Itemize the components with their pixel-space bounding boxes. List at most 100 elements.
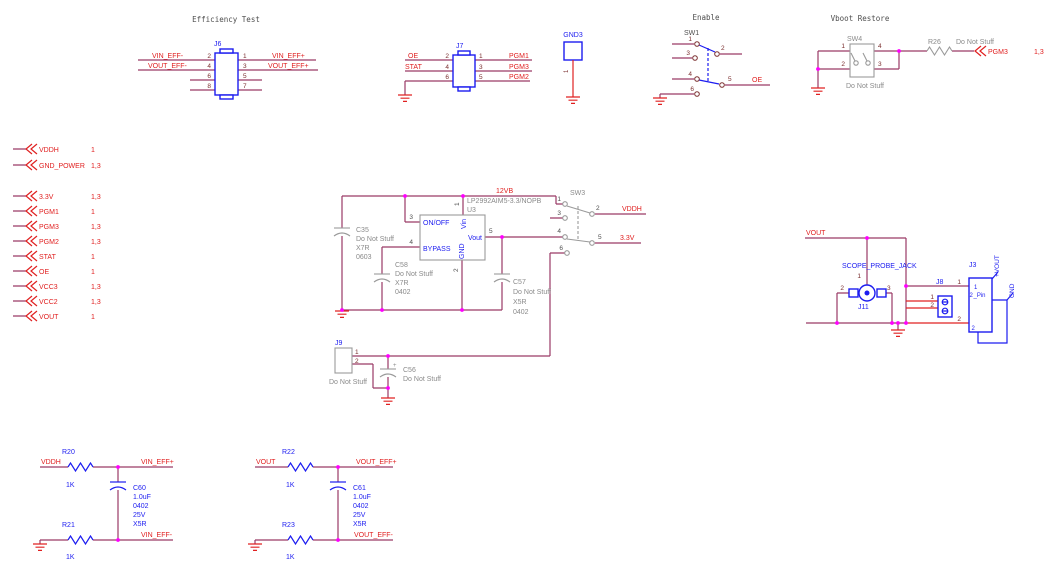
resistor-r20[interactable]: R20 1K [62,449,94,489]
j7-wires [404,59,532,95]
u3-refdes: U3 [467,207,476,214]
switch-sw1[interactable]: SW1 1 3 4 6 2 5 OE [652,30,770,106]
section-title-efficiency: Efficiency Test [192,15,260,24]
connector-j11[interactable]: J11 1 2 3 [840,273,891,311]
connector-j8[interactable]: J8 1 2 [930,279,953,318]
u3-pin-onoff-label: ON/OFF [423,220,449,227]
j8-body[interactable] [937,295,953,318]
switch-sw3[interactable]: SW3 1 3 4 6 2 5 VDDH 3.3V [557,190,642,256]
section-title-enable: Enable [692,13,720,22]
connector-j3[interactable]: J3 1 2 1 2 _Pin 2 +VOUT GND [957,255,1016,344]
connector-j6[interactable]: J6 2 4 6 8 1 3 5 7 VIN_EFF- VOUT_EFF- VI… [138,41,318,100]
u3-pin5-num: 5 [489,228,493,235]
j6-pin3-num: 3 [243,63,247,70]
flag-pgm1[interactable]: PGM1 [39,209,59,216]
j3-shell-outline [977,299,1008,344]
j7-pin2-num: 2 [445,53,449,60]
flag-oe[interactable]: OE [39,269,49,276]
junction-dots [116,49,908,542]
sw3-pin6-num: 6 [559,245,563,252]
capacitor-c35[interactable]: C35 Do Not Stuff X7R 0603 [333,227,394,261]
sw4-body[interactable] [849,43,875,78]
j7-pin6-num: 6 [445,74,449,81]
flag-stubs [13,148,26,317]
u3-partnumber: LP2992AIM5-3.3/NOPB [467,198,542,205]
j9-body[interactable] [334,347,353,374]
flag-chevron-icons [25,143,38,322]
flag-vout[interactable]: VOUT [39,314,59,321]
c60-value: 1.0uF [133,494,151,501]
j8-refdes: J8 [936,279,944,286]
r21-refdes: R21 [62,522,75,529]
sw4-pin2-num: 2 [841,61,845,68]
flag-3v3[interactable]: 3.3V [39,194,54,201]
j11-pin3-num: 3 [887,285,891,292]
c56-symbol [379,368,397,378]
resistor-r23[interactable]: R23 1K [282,522,314,561]
flag-pgm2[interactable]: PGM2 [39,239,59,246]
pgm3-flag-label: PGM3 [988,49,1008,56]
connector-gnd3[interactable]: GND3 1 [563,32,583,105]
sw1-pin4-contact [694,76,700,82]
sw3-pin2-num: 2 [596,205,600,212]
connector-j7[interactable]: J7 2 4 6 1 3 5 OE STAT PGM1 PGM3 PGM2 [397,43,532,103]
flag-vddh[interactable]: VDDH [39,147,59,154]
j3-inner-1: 1 [974,285,978,291]
j6-body[interactable] [214,52,239,96]
resistor-r21[interactable]: R21 1K [62,522,94,561]
net-label-oe-sw1: OE [752,77,762,84]
j6-pin8-num: 8 [207,83,211,90]
u3-body[interactable] [419,214,486,261]
ground-symbol [380,397,396,405]
sw3-pin2-contact [589,211,595,217]
net-label-vout-eff-plus: VOUT_EFF+ [268,63,309,70]
flag-gnd-power[interactable]: GND_POWER [39,163,85,170]
ic-u3[interactable]: LP2992AIM5-3.3/NOPB U3 ON/OFF BYPASS Vin… [409,198,541,272]
sw1-pin2-num: 2 [721,45,725,52]
j7-body[interactable] [452,54,476,88]
j6-wires [138,59,318,91]
resistor-r22[interactable]: R22 1K [282,449,314,489]
regulator-circuit: 12VB LP2992AIM5-3.3/NOPB U3 ON/OFF BYPAS… [329,188,646,405]
sw3-pin5-num: 5 [598,234,602,241]
sw4-wires [817,50,974,88]
flag-vcc3[interactable]: VCC3 [39,284,58,291]
section-title-vboot: Vboot Restore [831,14,890,23]
gnd3-body[interactable] [563,41,583,61]
net-label-vin-eff-minus-divider: VIN_EFF- [141,532,173,539]
sw1-pin2-contact [714,51,720,57]
flag-oe-pages: 1 [91,269,95,276]
flag-vout-pages: 1 [91,314,95,321]
capacitor-c60[interactable]: C60 1.0uF 0402 25V X5R [109,481,151,528]
switch-sw4[interactable]: SW4 1 2 4 3 Do Not Stuff [841,36,884,90]
net-label-pgm3: PGM3 [509,64,529,71]
capacitor-c61[interactable]: C61 1.0uF 0402 25V X5R [329,481,371,528]
connector-j9[interactable]: J9 Do Not Stuff 1 2 [329,340,367,386]
c60-dielectric: X5R [133,521,147,528]
j7-pin5-num: 5 [479,74,483,81]
c35-size: 0603 [356,254,372,261]
ground-symbol [32,543,48,552]
net-flag-pgm3[interactable]: PGM3 1,3 [974,45,1044,57]
c56-plus-sign: + [393,363,397,369]
net-label-vddh-divider: VDDH [41,459,61,466]
j8-terminal-slots [942,301,948,312]
sw1-pin4-num: 4 [688,71,692,78]
j3-flag-plus-vout: +VOUT [994,255,1001,277]
sw3-pin4-num: 4 [557,228,561,235]
capacitor-c57[interactable]: C57 Do Not Stuff X5R 0402 [493,273,551,316]
flag-vcc2[interactable]: VCC2 [39,299,58,306]
c58-symbol [373,273,391,283]
capacitor-c58[interactable]: C58 Do Not Stuff X7R 0402 [373,262,433,296]
resistor-r26[interactable]: R26 Do Not Stuff [926,39,994,56]
flag-vddh-pages: 1 [91,147,95,154]
r23-refdes: R23 [282,522,295,529]
capacitor-c56[interactable]: + C56 Do Not Stuff [379,363,441,383]
u3-pin-vin-label: Vin [461,219,468,229]
j3-body[interactable] [968,277,993,333]
flag-gnd-power-pages: 1,3 [91,163,101,170]
scope-probe-jack-label: SCOPE_PROBE_JACK [842,263,917,270]
j6-pin2-num: 2 [207,53,211,60]
flag-stat[interactable]: STAT [39,254,57,261]
flag-pgm3[interactable]: PGM3 [39,224,59,231]
